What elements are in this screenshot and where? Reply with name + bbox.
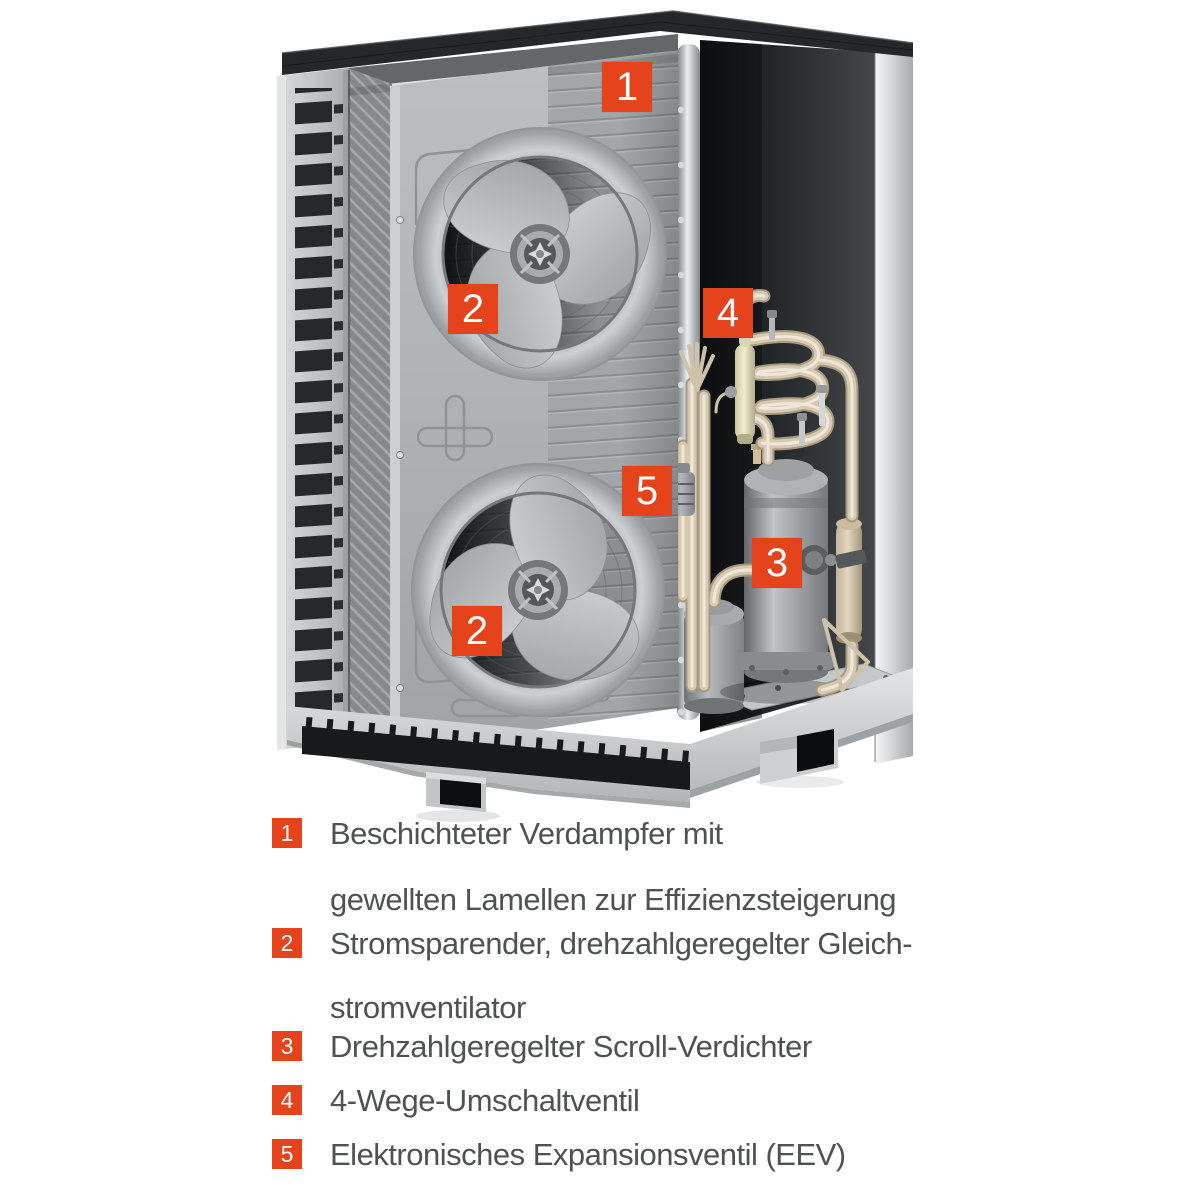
coil-side-fins: [348, 68, 392, 748]
dc-fan-upper: [413, 127, 667, 381]
left-louver-post: [277, 68, 348, 750]
callout-marker-2-lower: 2: [452, 606, 502, 656]
legend-marker-3: 3: [272, 1031, 302, 1061]
top-cap: [281, 10, 914, 75]
bottom-capillary-loop: [822, 618, 870, 692]
fan-hub: [510, 224, 570, 284]
coil-top-plate: [348, 34, 678, 88]
callout-marker-1: 1: [602, 62, 652, 112]
legend-item-1-line-2: gewellten Lamellen zur Effizienzsteigeru…: [330, 882, 897, 917]
callout-number: 2: [461, 287, 485, 331]
filter-drier: [836, 518, 862, 644]
legend-marker-4: 4: [272, 1085, 302, 1115]
pipe-clamp: [835, 549, 867, 569]
right-side-panel: [874, 42, 913, 764]
callout-number: 2: [465, 609, 489, 653]
fan-hub: [508, 560, 568, 620]
callout-number: 5: [635, 469, 659, 513]
foot-right: [760, 726, 838, 784]
legend-item-2-line-2: stromventilator: [330, 990, 526, 1025]
callout-number: 3: [765, 541, 789, 585]
callout-number: 4: [716, 291, 740, 335]
legend-item-2-line-1: Stromsparender, drehzahlgeregelter Gleic…: [330, 926, 913, 961]
callout-marker-4: 4: [703, 288, 753, 338]
coil-distributor-tubes: [679, 342, 715, 392]
callout-marker-2-upper: 2: [448, 284, 498, 334]
legend-marker-5: 5: [272, 1139, 302, 1169]
legend-item-1-line-1: Beschichteter Verdampfer mit: [330, 816, 723, 851]
foot-center: [426, 772, 486, 812]
callout-marker-5: 5: [622, 466, 672, 516]
base-rail: [302, 726, 690, 790]
legend-item-4-line-1: 4-Wege-Umschaltventil: [330, 1083, 640, 1118]
legend-item-3-line-1: Drehzahlgeregelter Scroll-Verdichter: [330, 1029, 812, 1064]
legend-marker-1: 1: [272, 818, 302, 848]
legend-marker-2: 2: [272, 928, 302, 958]
legend-item-5-line-1: Elektronisches Expansionsventil (EEV): [330, 1137, 846, 1172]
base-left: [287, 706, 691, 822]
callout-number: 1: [615, 65, 639, 109]
callout-marker-3: 3: [752, 538, 802, 588]
service-valve-stems: [767, 310, 827, 446]
base-right: [690, 668, 913, 798]
